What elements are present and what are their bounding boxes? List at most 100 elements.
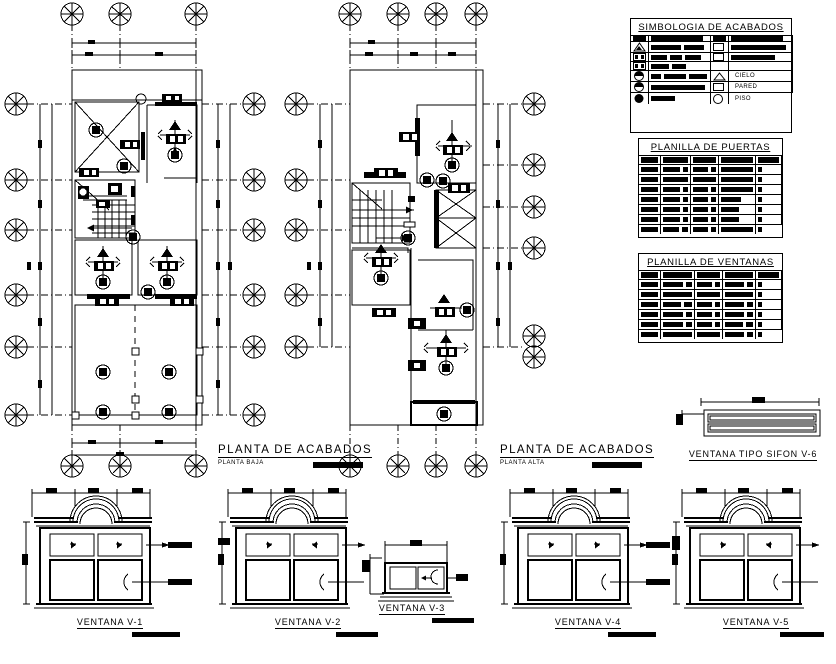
floor-plan-planta-baja xyxy=(4,2,266,478)
title-scale-bar xyxy=(132,632,180,637)
table-cell xyxy=(649,52,711,61)
window-label: VENTANA V-4 xyxy=(554,617,622,629)
windows-table: PLANILLA DE VENTANAS xyxy=(638,253,783,343)
table-cell xyxy=(631,52,649,61)
table-cell xyxy=(691,194,719,204)
title-scale-bar xyxy=(608,632,656,637)
stair-treads xyxy=(92,200,135,238)
table-cell xyxy=(631,70,649,81)
table-cell xyxy=(649,41,711,52)
table-cell xyxy=(639,194,661,204)
window-title-v4: VENTANA V-4 xyxy=(508,612,668,637)
sifon-detail-title: VENTANA TIPO SIFON V-6 xyxy=(678,444,828,462)
table-cell xyxy=(639,174,661,184)
solid-circle-icon xyxy=(634,94,644,103)
table-cell xyxy=(691,204,719,214)
table-cell xyxy=(695,279,723,289)
table-cell xyxy=(711,92,729,104)
window-title-v3: VENTANA V-3 xyxy=(352,598,474,623)
table-cell xyxy=(756,279,782,289)
table-cell: PISO xyxy=(729,92,793,104)
window-label: VENTANA V-5 xyxy=(722,617,790,629)
table-cell xyxy=(661,279,695,289)
grid-bubble-right xyxy=(242,92,266,427)
table-cell xyxy=(711,70,729,81)
table-cell xyxy=(695,289,723,299)
ceiling-fixture-symbol xyxy=(157,120,193,163)
ceiling-fixture-symbol xyxy=(85,246,121,290)
table-cell xyxy=(729,61,793,70)
table-cell xyxy=(711,41,729,52)
table-cell xyxy=(649,81,711,92)
table-cell xyxy=(711,52,729,61)
table-cell xyxy=(723,299,756,309)
split-box-icon xyxy=(633,62,646,70)
table-cell xyxy=(631,81,649,92)
table-cell xyxy=(661,299,695,309)
plan-title-main: PLANTA DE ACABADOS xyxy=(500,444,655,458)
title-scale-bar xyxy=(432,618,474,623)
table-header-cell xyxy=(661,270,695,279)
sifon-window-detail xyxy=(676,397,821,437)
table-cell xyxy=(711,81,729,92)
table-cell xyxy=(661,329,695,339)
plan-subtitle: PLANTA ALTA xyxy=(500,460,545,466)
table-header-cell xyxy=(756,155,782,164)
table-cell xyxy=(695,299,723,309)
table-cell xyxy=(631,92,649,104)
window-label: VENTANA V-3 xyxy=(378,603,446,615)
table-header-cell xyxy=(723,270,756,279)
title-scale-bar xyxy=(313,462,363,468)
table-cell xyxy=(719,204,756,214)
legend-label-piso: PISO xyxy=(735,95,751,102)
legend-label-cielo: CIELO xyxy=(735,73,756,79)
doors-title: PLANILLA DE PUERTAS xyxy=(650,142,771,153)
table-cell xyxy=(711,61,729,70)
table-cell xyxy=(729,52,793,61)
window-title-v1: VENTANA V-1 xyxy=(30,612,190,637)
ceiling-fixture-symbol xyxy=(363,244,399,286)
symbology-title: SIMBOLOGIA DE ACABADOS xyxy=(638,22,784,33)
table-cell xyxy=(719,224,756,234)
window-label: VENTANA V-1 xyxy=(76,617,144,629)
table-cell xyxy=(719,214,756,224)
detail-label: VENTANA TIPO SIFON V-6 xyxy=(688,449,818,461)
floor-plan-planta-alta xyxy=(284,2,546,478)
table-cell xyxy=(756,309,782,319)
grid-bubble-left xyxy=(4,92,28,427)
table-cell xyxy=(756,194,782,204)
table-cell xyxy=(649,35,711,41)
grid-bubble-top xyxy=(338,2,488,26)
grid-bubble-top xyxy=(60,2,208,26)
table-cell xyxy=(719,174,756,184)
grid-bubble-right xyxy=(522,92,546,369)
window-label: VENTANA V-2 xyxy=(274,617,342,629)
table-cell xyxy=(723,279,756,289)
table-cell xyxy=(756,224,782,234)
table-cell xyxy=(711,35,729,41)
table-cell xyxy=(661,184,691,194)
table-cell xyxy=(723,309,756,319)
table-header-cell xyxy=(691,155,719,164)
table-cell xyxy=(661,224,691,234)
table-cell xyxy=(695,329,723,339)
ceiling-fixture-symbol xyxy=(430,294,475,318)
table-cell xyxy=(691,224,719,234)
half-circle-icon xyxy=(634,71,644,81)
table-cell xyxy=(661,174,691,184)
table-cell xyxy=(631,61,649,70)
triangle-icon xyxy=(633,42,646,52)
table-cell xyxy=(639,329,661,339)
table-cell xyxy=(639,204,661,214)
table-header-cell xyxy=(661,155,691,164)
legend-label-pared: PARED xyxy=(735,84,758,90)
table-cell xyxy=(661,289,695,299)
table-cell xyxy=(661,214,691,224)
grid-bubble-bottom xyxy=(60,454,208,478)
table-cell xyxy=(661,164,691,174)
window-elevation-v3 xyxy=(362,540,468,602)
table-cell xyxy=(639,214,661,224)
window-elevation-v4 xyxy=(500,488,670,609)
table-cell xyxy=(639,224,661,234)
